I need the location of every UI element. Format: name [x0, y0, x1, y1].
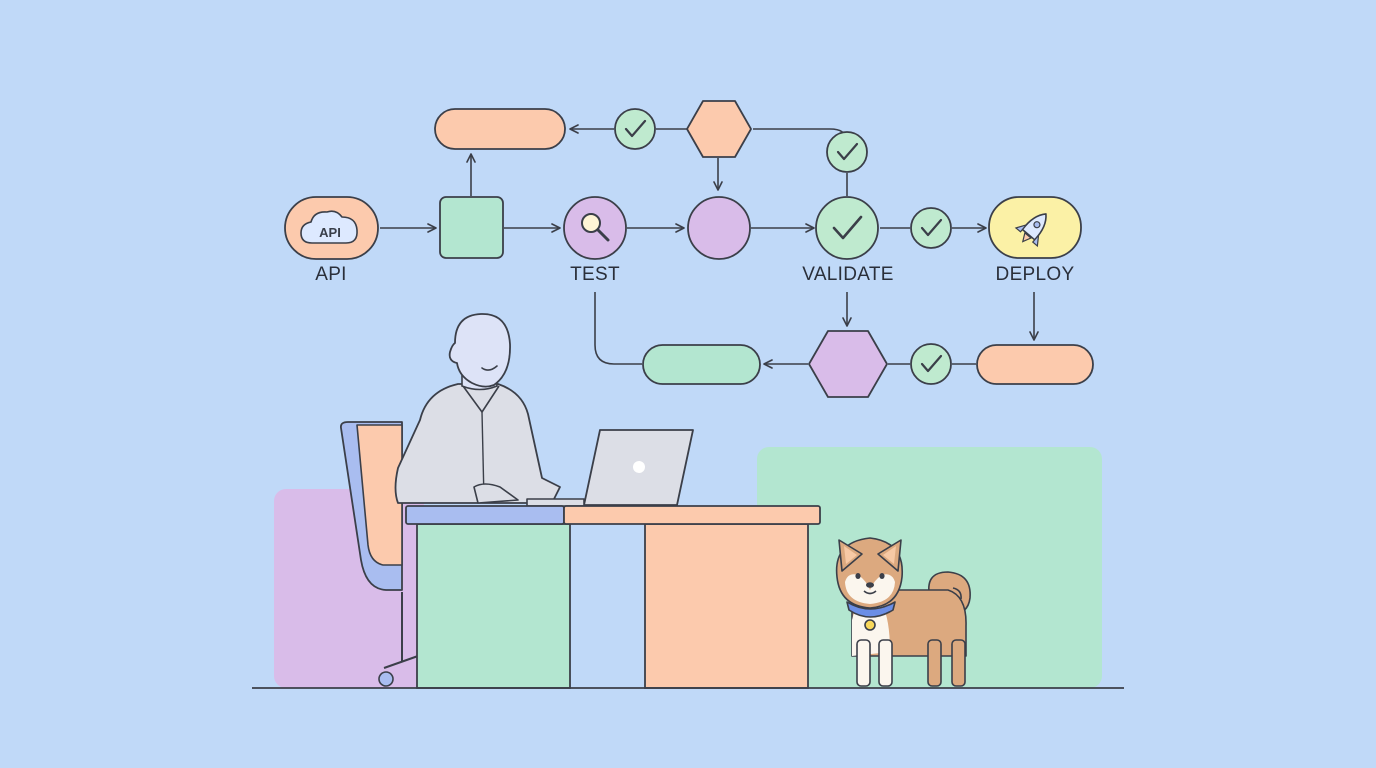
node-top-hexagon — [686, 100, 752, 158]
node-top-pill — [434, 108, 566, 150]
check-icon — [836, 142, 859, 161]
shiba-dog — [835, 537, 971, 687]
dog-tag — [864, 619, 876, 631]
node-validate — [815, 196, 879, 260]
laptop-logo — [633, 461, 645, 473]
check-badge-middle — [910, 207, 952, 249]
check-badge-right — [826, 131, 868, 173]
node-deploy — [988, 196, 1082, 259]
desk — [405, 505, 821, 689]
api-icon-text: API — [319, 225, 341, 240]
check-icon — [920, 354, 943, 373]
check-icon — [920, 218, 943, 237]
laptop — [526, 429, 694, 507]
node-square — [439, 196, 504, 259]
check-badge-bottom — [910, 343, 952, 385]
node-bottom-peach-pill — [976, 344, 1094, 385]
cloud-icon — [300, 210, 358, 244]
check-icon — [624, 119, 647, 138]
office-chair — [339, 421, 419, 687]
label-test: TEST — [570, 264, 620, 285]
node-bottom-hexagon — [808, 330, 888, 398]
check-badge-top — [614, 108, 656, 150]
person-head — [448, 313, 511, 388]
node-process-circle — [687, 196, 751, 260]
label-deploy: DEPLOY — [995, 264, 1075, 285]
node-test — [563, 196, 627, 260]
node-bottom-mint-pill — [642, 344, 761, 385]
dog-collar — [846, 601, 896, 618]
checkmark-icon — [832, 215, 863, 240]
label-api: API — [315, 264, 347, 285]
mint-backdrop — [757, 447, 1102, 688]
person — [394, 313, 561, 504]
rocket-icon — [1014, 213, 1047, 248]
label-validate: VALIDATE — [802, 264, 894, 285]
magnifier-icon — [581, 213, 610, 242]
node-api: API — [284, 196, 379, 260]
line-mint-pill-to-test — [594, 292, 642, 365]
